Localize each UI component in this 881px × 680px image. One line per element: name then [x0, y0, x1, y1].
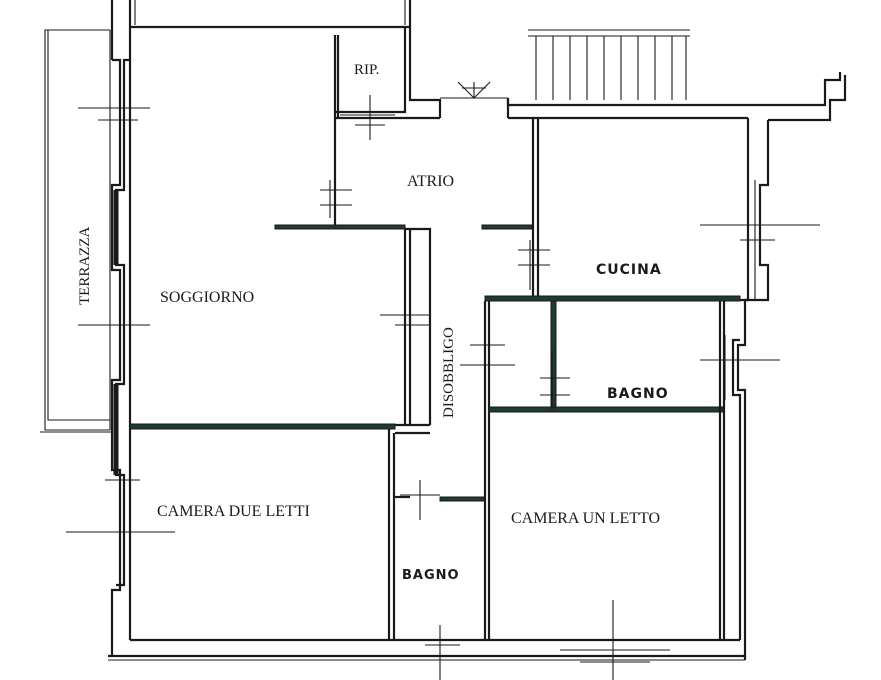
terrazza-area	[40, 29, 150, 433]
top-structure	[110, 0, 412, 60]
interior-walls	[129, 35, 741, 640]
outer-walls	[108, 27, 847, 661]
staircase	[528, 29, 690, 100]
room-label-soggiorno: SOGGIORNO	[160, 289, 254, 306]
entrance	[440, 81, 508, 99]
room-label-camera-due-letti: CAMERA DUE LETTI	[157, 503, 310, 520]
room-label-bagno-lower: BAGNO	[402, 568, 460, 583]
room-label-atrio: ATRIO	[407, 173, 454, 190]
room-label-camera-un-letto: CAMERA UN LETTO	[511, 510, 660, 527]
room-label-terrazza: TERRAZZA	[77, 227, 93, 305]
room-label-cucina: CUCINA	[596, 262, 662, 278]
openings	[66, 95, 820, 680]
room-label-rip: RIP.	[354, 62, 379, 78]
room-label-bagno-upper: BAGNO	[607, 386, 669, 402]
room-label-disobbligo: DISOBBLIGO	[441, 327, 457, 418]
